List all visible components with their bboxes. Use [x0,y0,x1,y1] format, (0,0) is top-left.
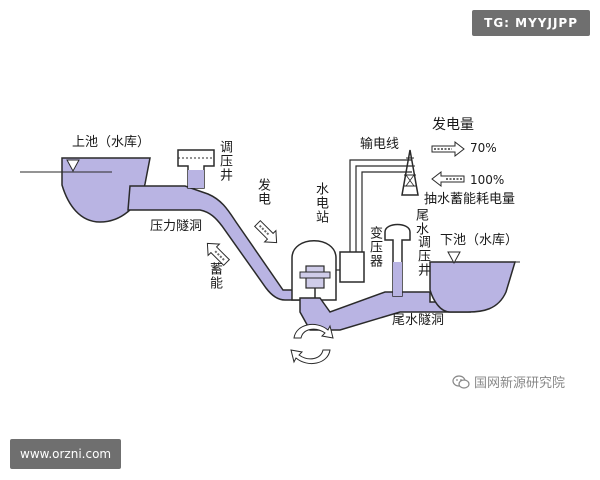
upper-reservoir-label: 上池（水库） [72,135,151,150]
upper-water-level-icon [66,159,80,173]
pump-power-label: 抽水蓄能耗电量 [424,192,516,207]
generated-power-pct: 70% [470,141,497,155]
site-url-badge: www.orzni.com [10,439,122,469]
generation-flow-arrow-icon [253,219,278,244]
pressure-tunnel-label: 压力隧洞 [150,219,203,234]
pump-power-arrow-icon [431,170,465,188]
transformer-label: 变压器 [367,226,382,268]
transformer-box [339,251,365,283]
tailwater-tunnel-label: 尾水隧洞 [392,313,445,328]
lower-reservoir-basin [429,261,517,313]
telegram-badge: TG: MYYJJPP [472,10,590,36]
generation-label: 发电 [255,178,270,206]
transmission-line-path [349,159,412,252]
upper-surge-shaft-label: 调压井 [217,140,232,182]
watermark-text: 国网新源研究院 [474,376,566,391]
tailwater-label: 尾水 [413,208,428,236]
generated-power-label: 发电量 [432,117,474,133]
generated-power-arrow-icon [431,140,465,158]
power-station-label: 水电站 [313,182,328,224]
watermark: 国网新源研究院 [452,372,565,391]
pump-power-pct: 100% [470,173,505,187]
rotation-arrows-icon [290,323,334,365]
transmission-tower-icon [401,149,419,196]
lower-surge-water [393,262,402,296]
pressure-tunnel-penstock [127,185,307,301]
transmission-line-label: 输电线 [360,137,400,152]
pumping-storage-label: 蓄能 [207,262,222,290]
lower-surge-shaft-label: 调压井 [415,235,430,277]
lower-reservoir-label: 下池（水库） [440,233,519,248]
upper-surge-water [188,170,204,188]
pumping-flow-arrow-icon [206,242,231,267]
lower-water-level-icon [447,251,461,265]
wechat-icon [452,374,470,389]
